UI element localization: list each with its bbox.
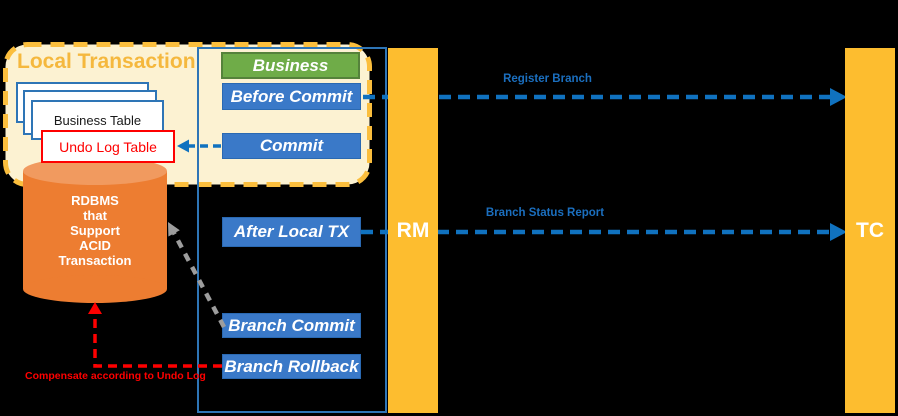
resource-manager-column: RM (388, 48, 438, 413)
transaction-coordinator-column: TC (845, 48, 895, 413)
local-transaction-title: Local Transaction (17, 50, 196, 73)
database-label: RDBMS that Support ACID Transaction (58, 193, 132, 268)
step-commit: Commit (222, 133, 361, 159)
database-cylinder-body (23, 171, 167, 289)
undo-log-table-card: Undo Log Table (41, 130, 175, 163)
transaction-coordinator-label: TC (856, 218, 884, 242)
step-business: Business (221, 52, 360, 79)
database-cylinder-bottom (23, 275, 167, 303)
step-after-local-tx: After Local TX (222, 217, 361, 247)
compensate-label: Compensate according to Undo Log (25, 370, 206, 382)
step-before-commit: Before Commit (222, 83, 361, 110)
compensate-arrowhead (88, 302, 102, 314)
step-branch-commit: Branch Commit (222, 313, 361, 338)
commit-to-undo-log-arrowhead (177, 139, 189, 153)
branch-commit-to-db-arrowhead (168, 222, 180, 237)
branch-status-report-label: Branch Status Report (485, 207, 605, 219)
register-branch-label: Register Branch (503, 73, 592, 85)
step-branch-rollback: Branch Rollback (222, 354, 361, 379)
resource-manager-label: RM (396, 218, 430, 242)
